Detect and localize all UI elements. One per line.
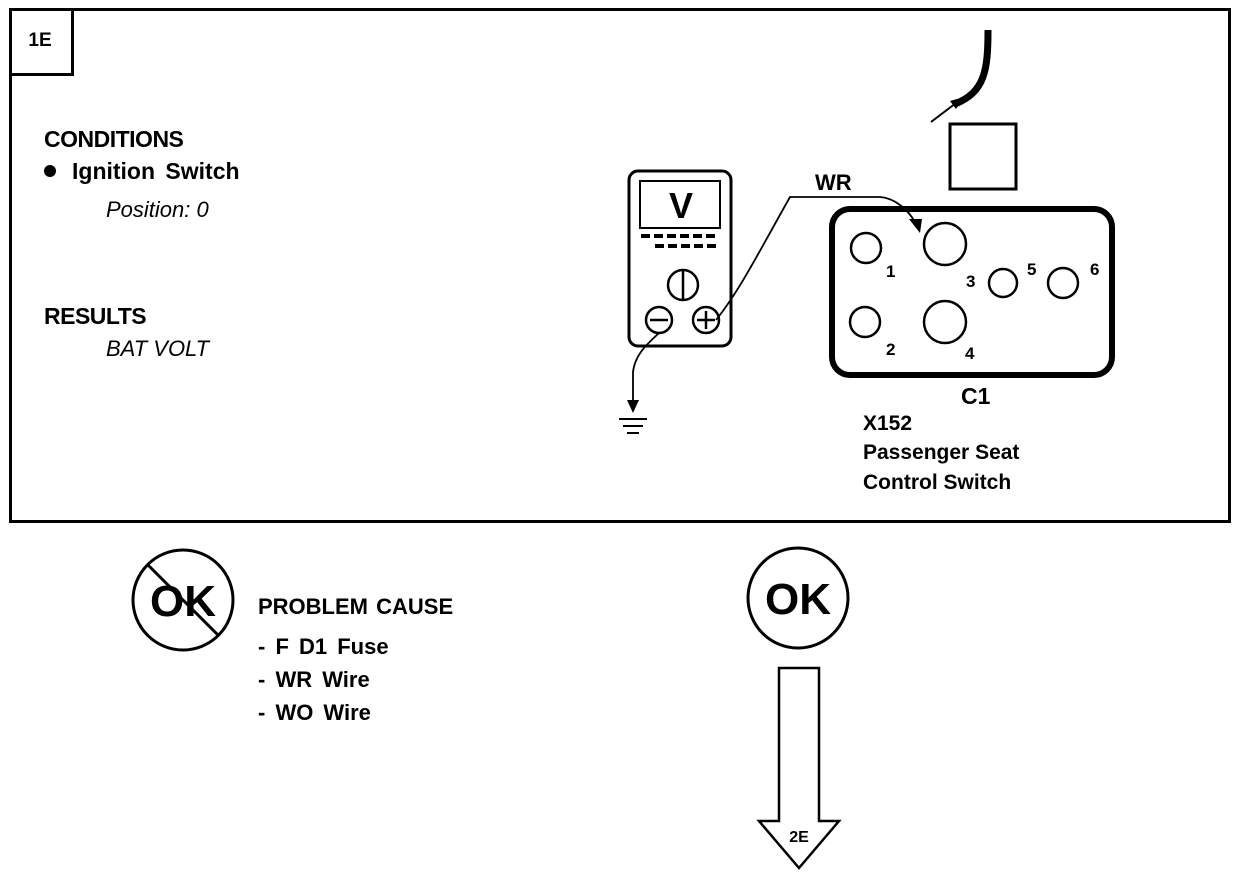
connector-title-line2: Control Switch <box>863 471 1012 494</box>
next-step-arrow <box>756 666 842 870</box>
meter-display <box>639 180 721 229</box>
connector-c1-body <box>829 206 1115 378</box>
pin-2-cavity <box>848 305 882 339</box>
ok-symbol: OK <box>746 546 850 650</box>
next-step-label: 2E <box>789 829 809 846</box>
plus-terminal-icon <box>691 305 721 335</box>
wire-label: WR <box>815 170 852 195</box>
pin-3-cavity <box>987 267 1019 299</box>
pin-number-4: 4 <box>965 344 975 363</box>
wr-lead-arrowhead <box>909 219 922 233</box>
pin-wr-cavity <box>922 221 968 267</box>
pin-number-1: 1 <box>886 262 895 281</box>
conditions-item: Ignition Switch <box>44 158 240 185</box>
pin-4-cavity <box>922 299 968 345</box>
connector-code: X152 <box>863 412 913 435</box>
harness-wire <box>953 29 992 108</box>
ok-symbol-text: OK <box>765 575 831 624</box>
pin-number-5: 5 <box>1027 260 1036 279</box>
pin-1-cavity <box>849 231 883 265</box>
conditions-detail: Position: 0 <box>106 197 209 222</box>
meter-unit: V <box>669 185 693 226</box>
results-value: BAT VOLT <box>106 336 210 361</box>
test-step-box <box>9 8 1231 523</box>
pin-number-6: 6 <box>1090 260 1099 279</box>
connector-title-line1: Passenger Seat <box>863 441 1020 464</box>
conditions-heading: CONDITIONS <box>44 126 184 152</box>
wr-lead <box>715 196 916 321</box>
results-heading: RESULTS <box>44 303 147 329</box>
pin-number-3: 3 <box>966 272 975 291</box>
pin-number-2: 2 <box>886 340 895 359</box>
bullet-icon <box>44 164 56 177</box>
multimeter <box>627 169 733 348</box>
problem-cause-item-2: - WR Wire <box>258 667 370 692</box>
pointer-arrowhead <box>950 97 964 109</box>
step-id-label: 1E <box>9 8 74 76</box>
problem-cause-heading: PROBLEM CAUSE <box>258 594 454 619</box>
ground-lead <box>632 332 660 400</box>
ground-lead-arrowhead <box>627 400 639 413</box>
ground-icon <box>619 418 647 434</box>
connector-name: C1 <box>961 383 991 409</box>
mating-connector <box>948 122 1018 191</box>
problem-cause-item-1: - F D1 Fuse <box>258 634 389 659</box>
pin-6-cavity <box>1046 266 1080 300</box>
conditions-item-text: Ignition Switch <box>72 158 240 184</box>
not-ok-symbol: OK <box>131 548 235 652</box>
problem-cause-item-3: - WO Wire <box>258 700 371 725</box>
